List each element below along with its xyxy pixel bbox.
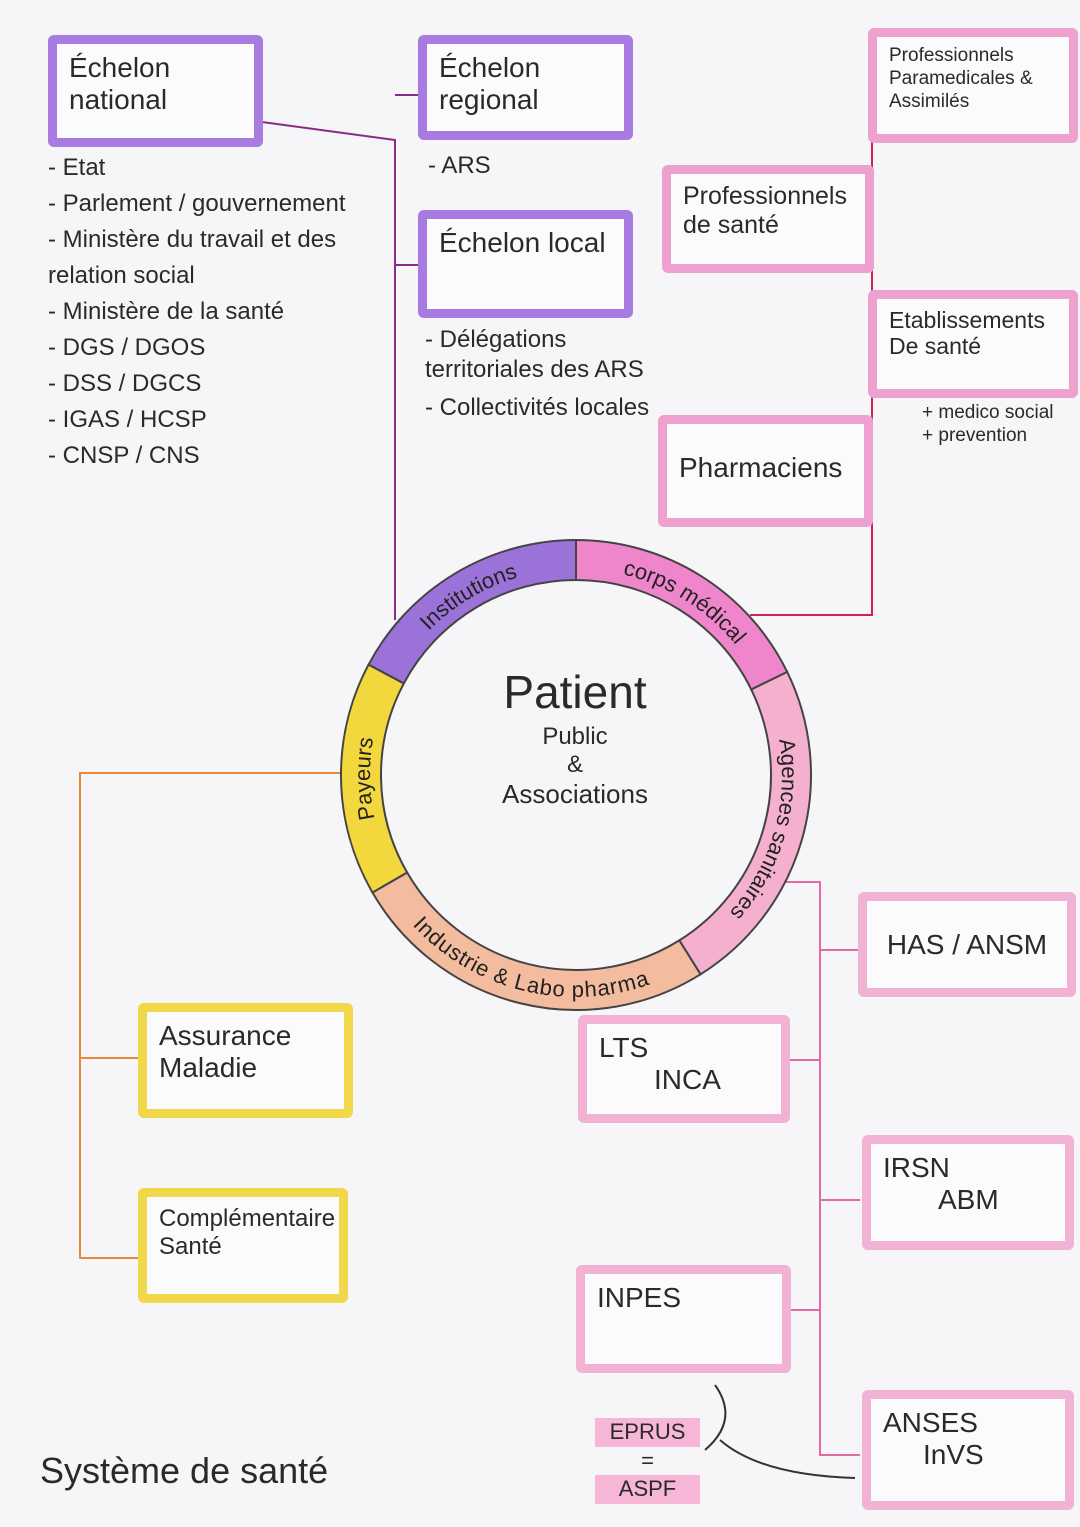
echelon-national-box: Échelon national — [48, 35, 263, 147]
etablissements-box: Etablissements De santé — [868, 290, 1078, 398]
invs-label: InVS — [923, 1439, 984, 1471]
list-item: - DGS / DGOS — [48, 334, 206, 361]
pharmaciens-box: Pharmaciens — [658, 415, 873, 527]
echelon-national-title: Échelon national — [69, 52, 171, 116]
inpes-label: INPES — [597, 1282, 682, 1313]
etablissements-notes: + medico social+ prevention — [922, 402, 1053, 448]
list-item: - IGAS / HCSP — [48, 406, 207, 433]
assurance-maladie-box: Assurance Maladie — [138, 1003, 353, 1118]
assurance-label: Assurance Maladie — [159, 1020, 292, 1084]
lts-label: LTS — [599, 1032, 649, 1063]
pharmaciens-label: Pharmaciens — [679, 452, 843, 483]
echelon-local-title: Échelon local — [439, 227, 606, 258]
patient-title: Patient — [503, 666, 647, 718]
echelon-regional-title: Échelon regional — [439, 52, 541, 116]
list-item: - Ministère de la santé — [48, 298, 285, 325]
eprus-label: EPRUS — [595, 1418, 700, 1447]
list-item: - Parlement / gouvernement — [48, 190, 346, 217]
local-list: - Délégations territoriales des ARS - Co… — [425, 325, 655, 423]
equals-sign: = — [641, 1447, 654, 1473]
eprus-arrow — [704, 1384, 856, 1479]
etablissements-label: Etablissements De santé — [889, 307, 1045, 360]
center-line: Associations — [502, 779, 648, 809]
list-item: - Etat — [48, 154, 106, 181]
professionnels-label: Professionnels de santé — [683, 182, 847, 239]
paramedical-label: Professionnels Paramedicales & Assimilés — [889, 45, 1033, 112]
inpes-box: INPES — [576, 1265, 791, 1373]
agences-connector — [780, 881, 860, 1456]
complementaire-box: Complémentaire Santé — [138, 1188, 348, 1303]
irsn-label: IRSN — [883, 1152, 950, 1183]
list-item: - DSS / DGCS — [48, 370, 202, 397]
list-item: - Délégations territoriales des ARS — [425, 326, 644, 383]
ring-segment-label: Payeurs — [350, 735, 379, 822]
payeurs-connector — [79, 772, 345, 1259]
ring-segment — [340, 663, 409, 894]
list-item: - Ministère du travail et des relation s… — [48, 226, 337, 289]
center-line: & — [566, 751, 583, 778]
aspf-label: ASPF — [595, 1475, 700, 1504]
list-item: - Collectivités locales — [425, 394, 650, 421]
inca-label: INCA — [654, 1064, 721, 1096]
has-label: HAS / ANSM — [886, 929, 1048, 960]
page-title: Système de santé — [40, 1450, 329, 1491]
national-list: - Etat - Parlement / gouvernement - Minist… — [48, 150, 388, 474]
center-line: Public — [542, 723, 608, 750]
echelon-regional-box: Échelon regional — [418, 35, 633, 140]
anses-label: ANSES — [883, 1407, 978, 1438]
ring-segment — [367, 538, 577, 685]
complementaire-label: Complémentaire Santé — [159, 1205, 336, 1260]
patient-center: Patient Public & Associations — [430, 665, 720, 810]
professionnels-box: Professionnels de santé — [662, 165, 874, 273]
note: + medico social — [922, 402, 1054, 423]
note: + prevention — [922, 424, 1028, 446]
list-item: - ARS — [428, 152, 491, 179]
regional-list: - ARS — [428, 148, 491, 184]
paramedical-box: Professionnels Paramedicales & Assimilés — [868, 28, 1078, 143]
list-item: - CNSP / CNS — [48, 442, 200, 469]
has-ansm-box: HAS / ANSM — [858, 892, 1076, 997]
institutions-connector — [261, 121, 396, 620]
abm-label: ABM — [938, 1184, 999, 1216]
eprus-aspf: EPRUS = ASPF — [595, 1418, 700, 1504]
echelon-local-box: Échelon local — [418, 210, 633, 318]
